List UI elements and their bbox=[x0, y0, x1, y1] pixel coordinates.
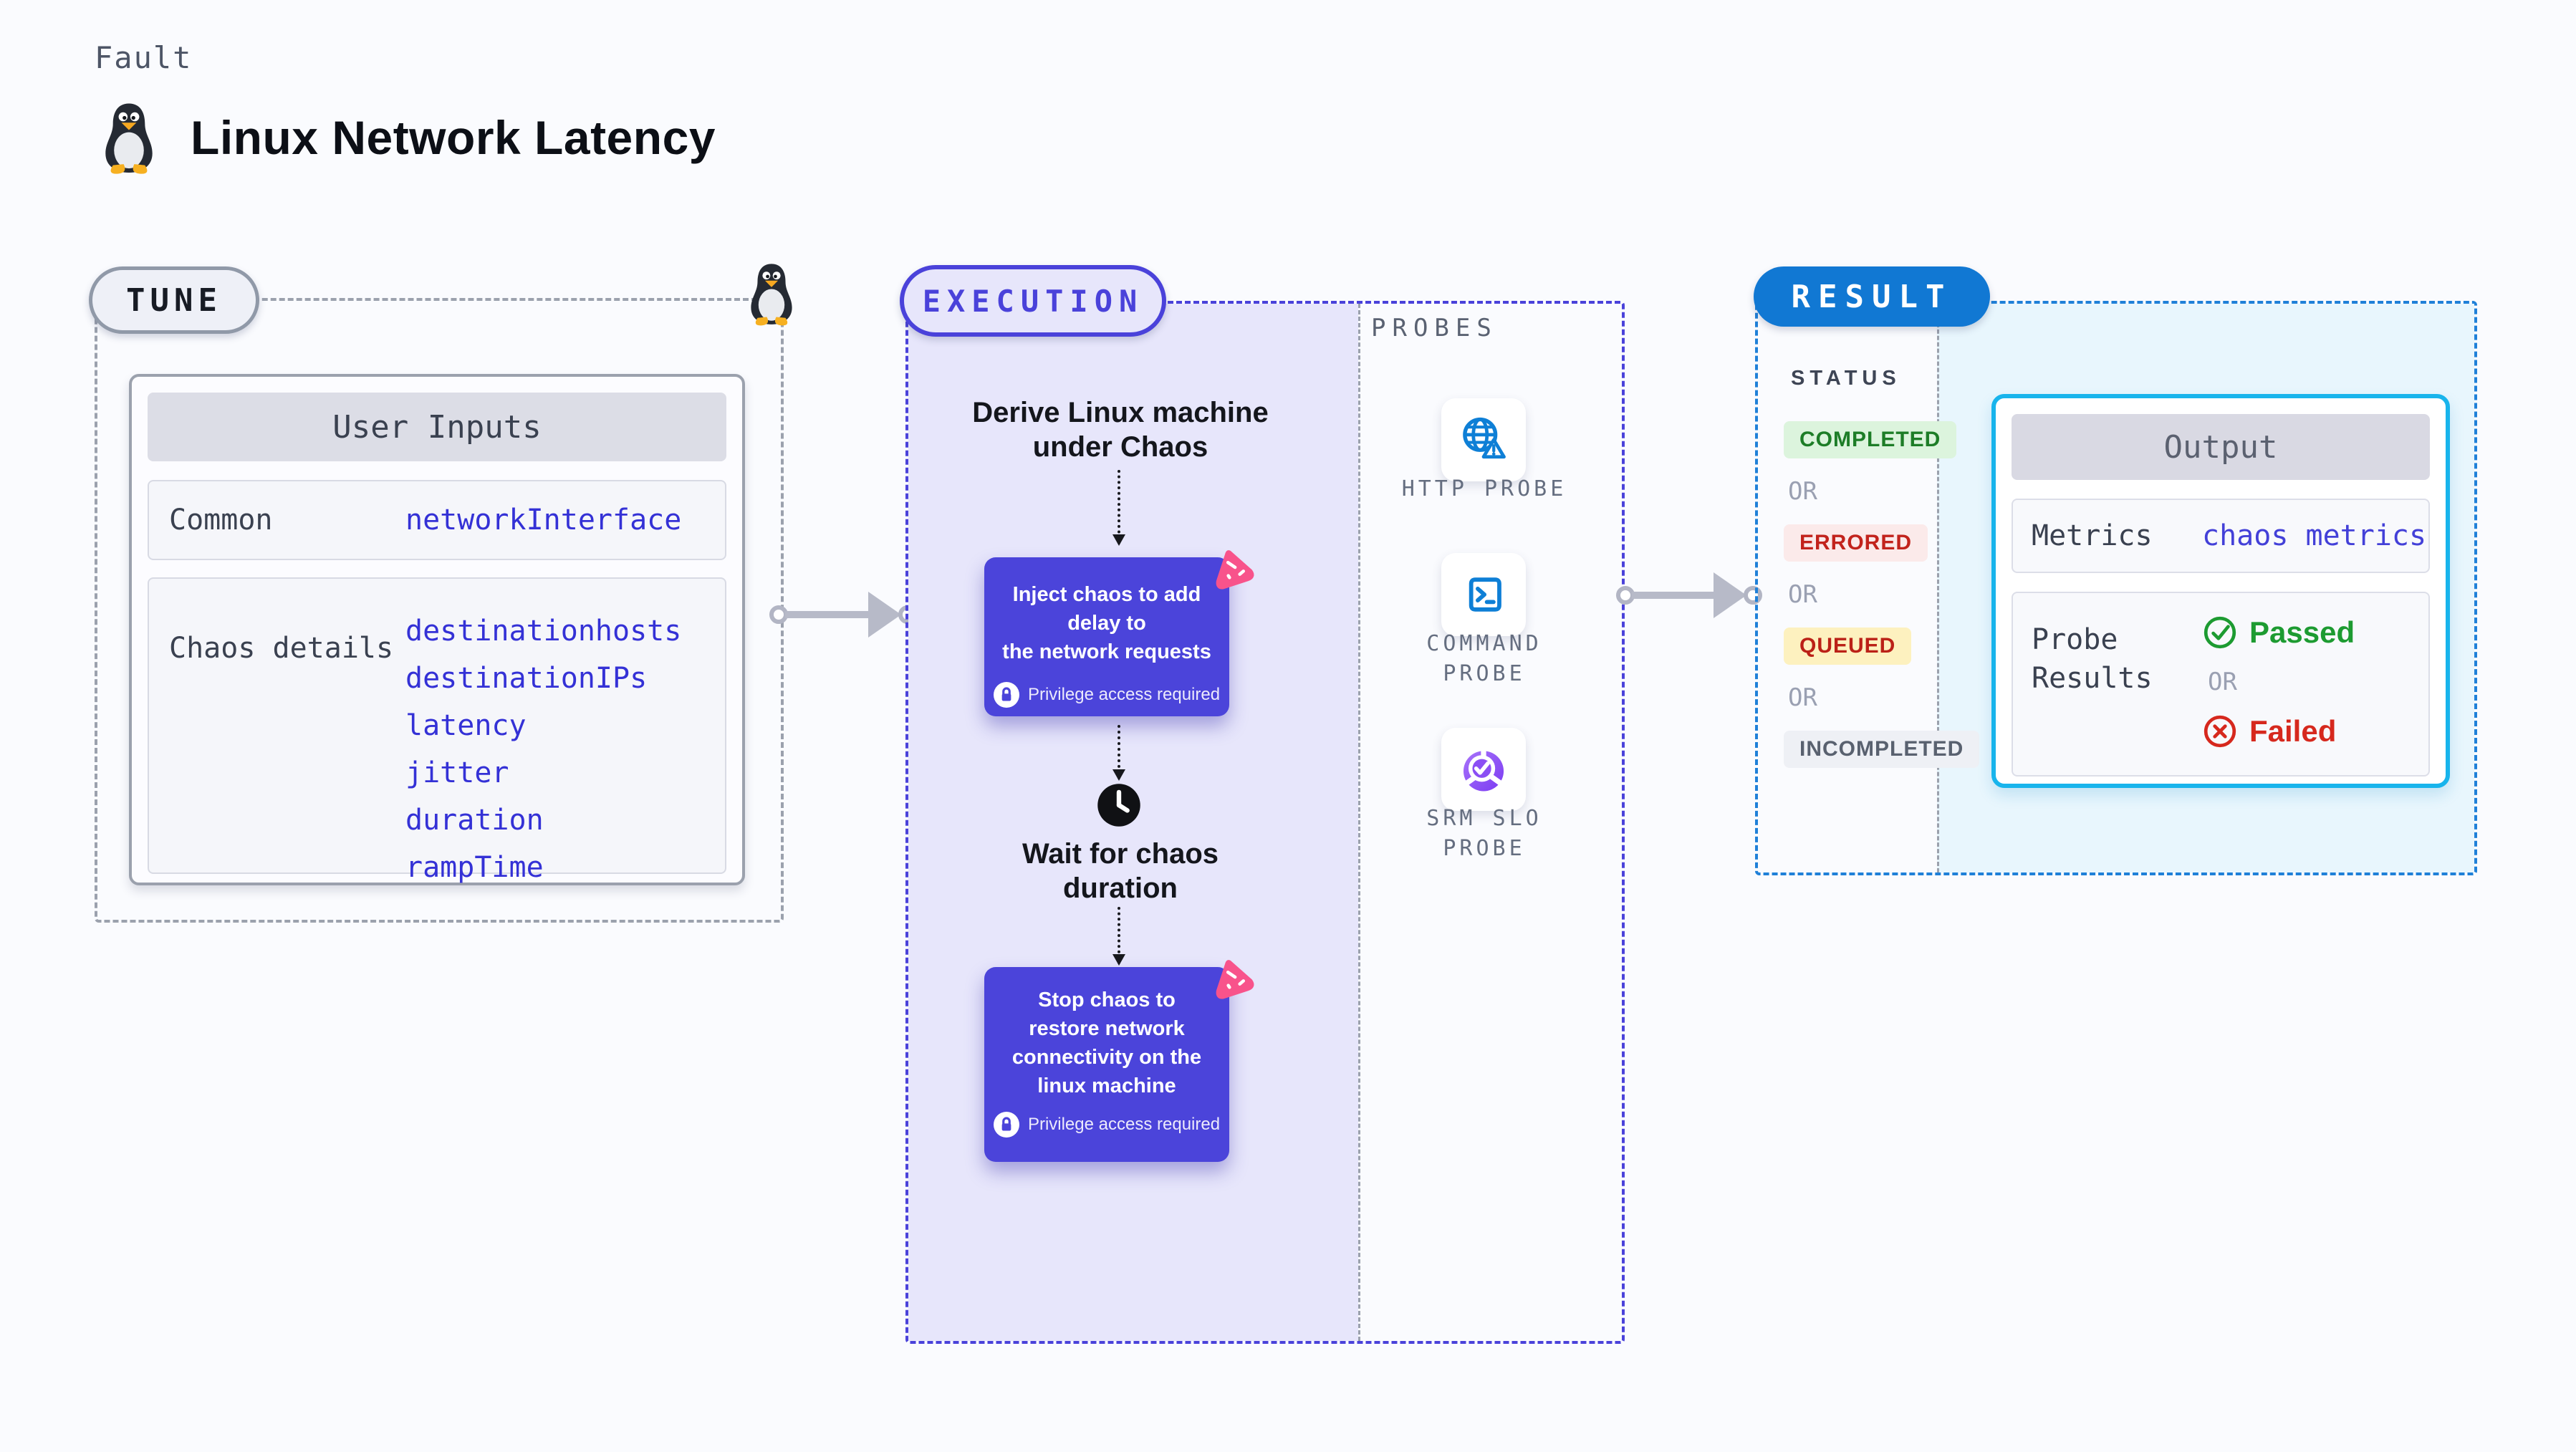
page-title: Linux Network Latency bbox=[191, 111, 716, 164]
output-header: Output bbox=[2012, 414, 2430, 480]
privilege-note: Privilege access required bbox=[984, 682, 1229, 708]
http-probe-label: HTTP PROBE bbox=[1401, 476, 1567, 501]
terminal-icon bbox=[1469, 577, 1501, 612]
result-badge: RESULT bbox=[1754, 266, 1990, 327]
or-separator: OR bbox=[2208, 668, 2237, 696]
tux-penguin-icon bbox=[105, 103, 153, 174]
status-badge-queued: QUEUED bbox=[1784, 628, 1912, 665]
status-heading: STATUS bbox=[1791, 367, 1901, 390]
or-separator: OR bbox=[1788, 580, 1817, 609]
connector-dot bbox=[1744, 586, 1762, 605]
passed-result: Passed bbox=[2202, 615, 2355, 650]
row-values: destinationhosts destinationIPs latency … bbox=[405, 579, 681, 891]
command-probe-card bbox=[1441, 553, 1526, 636]
chaos-param: latency bbox=[405, 709, 527, 742]
execution-flow-area bbox=[908, 304, 1358, 1341]
stop-chaos-label: Stop chaos to restore network connectivi… bbox=[1011, 989, 1202, 1097]
output-card: Output Metrics chaos metrics Probe Resul… bbox=[1991, 394, 2450, 788]
or-separator: OR bbox=[1788, 683, 1817, 712]
http-probe-card bbox=[1441, 398, 1526, 481]
arrow-line bbox=[1632, 592, 1721, 599]
inject-chaos-label: Inject chaos to add delay to the network… bbox=[1002, 583, 1211, 663]
metrics-value: chaos metrics bbox=[2202, 519, 2427, 552]
arrow-head bbox=[1112, 534, 1125, 546]
failed-label: Failed bbox=[2249, 714, 2337, 748]
user-inputs-card: User Inputs Common networkInterface Chao… bbox=[129, 374, 745, 885]
srm-slo-probe-card bbox=[1441, 728, 1526, 811]
chaos-param: duration bbox=[405, 804, 544, 837]
chaos-param: destinationhosts bbox=[405, 615, 682, 648]
arrow-line bbox=[785, 611, 875, 618]
inject-chaos-node: Inject chaos to add delay to the network… bbox=[984, 557, 1229, 716]
tune-badge: TUNE bbox=[89, 266, 259, 334]
chaos-param: destinationIPs bbox=[405, 662, 648, 695]
metrics-label: Metrics bbox=[2032, 519, 2153, 552]
probe-results-row: Probe Results Passed OR Faile bbox=[2012, 592, 2430, 777]
chaos-experiment-icon bbox=[1216, 550, 1254, 590]
arrow-head bbox=[1112, 954, 1125, 966]
command-probe-label: COMMAND PROBE bbox=[1426, 631, 1542, 686]
probe-results-label: Probe Results bbox=[2032, 623, 2153, 695]
slo-donut-icon bbox=[1463, 749, 1504, 792]
row-label: Common bbox=[169, 504, 273, 537]
clock-icon bbox=[1097, 784, 1140, 827]
status-badge-completed: COMPLETED bbox=[1784, 421, 1957, 458]
probe-results-values: Passed OR Failed bbox=[2202, 593, 2355, 749]
wait-step-label: Wait for chaos duration bbox=[1022, 838, 1219, 904]
fault-kicker: Fault bbox=[95, 40, 193, 75]
privilege-label: Privilege access required bbox=[1027, 685, 1221, 704]
metrics-row: Metrics chaos metrics bbox=[2012, 499, 2430, 573]
arrow-execution-to-result bbox=[1616, 572, 1762, 618]
chaos-param: jitter bbox=[405, 756, 509, 789]
globe-alert-icon bbox=[1463, 417, 1506, 459]
status-badge-incompleted: INCOMPLETED bbox=[1784, 731, 1980, 768]
check-circle-icon bbox=[2203, 616, 2236, 649]
failed-result: Failed bbox=[2202, 713, 2355, 749]
privilege-label: Privilege access required bbox=[1027, 1115, 1221, 1134]
x-circle-icon bbox=[2203, 715, 2236, 748]
passed-label: Passed bbox=[2249, 615, 2355, 649]
row-label: Chaos details bbox=[169, 632, 394, 665]
execution-section-border bbox=[905, 301, 1625, 1344]
chaos-experiment-icon bbox=[1216, 960, 1254, 999]
user-inputs-row-chaos-details: Chaos details destinationhosts destinati… bbox=[148, 577, 726, 884]
tux-penguin-icon-small bbox=[751, 264, 792, 326]
chaos-param: rampTime bbox=[405, 851, 544, 884]
lock-icon bbox=[993, 1112, 1019, 1138]
arrow-tune-to-execution bbox=[769, 592, 917, 638]
flow-arrow-down bbox=[1112, 907, 1125, 966]
user-inputs-header: User Inputs bbox=[148, 393, 726, 461]
user-inputs-row-common: Common networkInterface bbox=[148, 480, 726, 560]
status-output-divider bbox=[1937, 304, 1939, 872]
execution-probes-divider bbox=[1358, 304, 1360, 1341]
stop-chaos-node: Stop chaos to restore network connectivi… bbox=[984, 967, 1229, 1162]
status-badge-errored: ERRORED bbox=[1784, 524, 1928, 562]
privilege-note: Privilege access required bbox=[984, 1112, 1229, 1138]
execution-badge: EXECUTION bbox=[900, 265, 1166, 337]
arrow-head bbox=[1112, 769, 1125, 781]
probes-heading: PROBES bbox=[1371, 314, 1498, 342]
lock-icon bbox=[993, 682, 1019, 708]
row-value: networkInterface bbox=[405, 504, 682, 537]
or-separator: OR bbox=[1788, 477, 1817, 506]
arrow-head bbox=[1714, 572, 1746, 618]
flow-arrow-down bbox=[1112, 725, 1125, 781]
srm-slo-probe-label: SRM SLO PROBE bbox=[1426, 806, 1542, 861]
flow-arrow-down bbox=[1112, 470, 1125, 546]
derive-step-label: Derive Linux machine under Chaos bbox=[972, 397, 1269, 463]
arrow-head bbox=[868, 592, 901, 638]
